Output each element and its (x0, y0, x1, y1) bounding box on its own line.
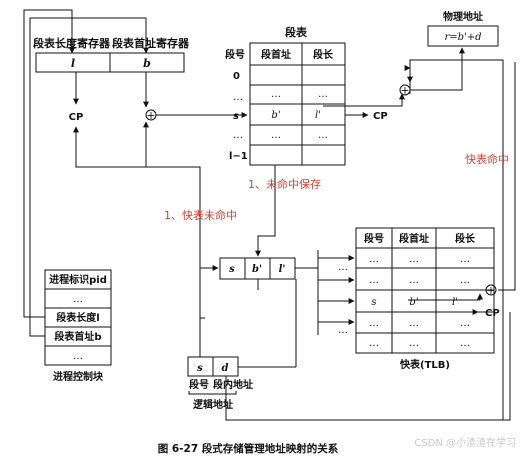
tlb-entry-base: b' (409, 297, 418, 308)
length-register-value: l (71, 57, 75, 70)
segment-entry-len: l' (315, 110, 321, 121)
tlb-entry-seg: s (371, 297, 376, 308)
segment-row-dots-a: … (233, 92, 243, 103)
plus-left-glyph: + (146, 109, 155, 122)
pcb-caption: 进程控制块 (53, 370, 104, 383)
annotation-miss: 1、快表未命中 (164, 208, 237, 222)
length-register-label: 段表长度寄存器 (33, 36, 111, 50)
svg-text:…: … (409, 254, 419, 265)
logical-seg-label: 段号 (189, 378, 209, 391)
segment-row-label-last: l−1 (229, 151, 248, 162)
csdn-watermark: CSDN @小渣渣在学习 (414, 436, 516, 449)
cp-left-label: CP (69, 112, 84, 123)
svg-text:…: … (338, 325, 348, 336)
tlb-side-dots: … … (338, 262, 348, 336)
svg-text:…: … (409, 318, 419, 329)
svg-text:…: … (369, 338, 379, 349)
annotation-hit: 快表命中 (465, 152, 509, 166)
plus-junction-tlb (485, 284, 497, 296)
segment-row-label-s: s (233, 111, 239, 122)
plus-top-glyph: + (400, 84, 409, 97)
segment-col-segno: 段号 (225, 48, 245, 61)
svg-text:…: … (460, 254, 470, 265)
temp-register-s: s (229, 264, 235, 275)
pcb-row-base: 段表首址b (54, 330, 101, 343)
segment-table-title: 段表 (285, 25, 308, 39)
pcb-row-dots-bottom: … (73, 351, 83, 362)
tlb-col-len: 段长 (455, 232, 476, 245)
cp-tlb-label: CP (485, 308, 500, 319)
svg-text:…: … (409, 338, 419, 349)
logical-d: d (222, 363, 229, 374)
physical-address-formula: r=b'+d (444, 32, 481, 43)
svg-text:…: … (369, 275, 379, 286)
plus-tlb-glyph: + (486, 284, 495, 297)
tlb-dot-cells: … … … … … … … … … … … … (369, 254, 470, 349)
pcb-row-pid: 进程标识pid (49, 273, 107, 286)
tlb-col-segno: 段号 (364, 232, 384, 245)
tlb-caption: 快表(TLB) (399, 358, 450, 371)
svg-text:…: … (369, 254, 379, 265)
segment-cell-dots: … (318, 130, 328, 141)
svg-text:…: … (460, 318, 470, 329)
segment-row-label-0: 0 (233, 71, 240, 82)
svg-text:…: … (460, 275, 470, 286)
svg-text:…: … (460, 338, 470, 349)
base-register-value: b (143, 57, 151, 70)
segment-row-dots-b: … (233, 130, 243, 141)
pcb-row-dots: … (73, 294, 83, 305)
annotation-miss-save: 1、未命中保存 (248, 177, 321, 191)
tlb-col-base: 段首址 (399, 232, 429, 245)
segment-cell-dots: … (271, 89, 281, 100)
svg-text:…: … (338, 262, 348, 273)
svg-text:…: … (409, 275, 419, 286)
physical-address-box (427, 25, 499, 47)
temp-register-l: l' (279, 264, 286, 275)
cp-segtable-label: CP (373, 111, 388, 122)
physical-address-title: 物理地址 (443, 10, 483, 23)
tlb-entry-len: l' (452, 297, 458, 308)
segment-cell-dots: … (271, 130, 281, 141)
pcb-row-length: 段表长度l (56, 311, 99, 324)
logical-offset-label: 段内地址 (213, 378, 253, 391)
plus-junction-top (399, 84, 411, 96)
segment-entry-base: b' (271, 110, 280, 121)
logical-address-title: 逻辑地址 (193, 398, 233, 411)
segment-col-base: 段首址 (261, 48, 291, 61)
temp-register-b: b' (252, 264, 262, 275)
segment-cell-dots: … (318, 89, 328, 100)
svg-text:…: … (369, 318, 379, 329)
figure-caption: 图 6-27 段式存储管理地址映射的关系 (158, 442, 339, 455)
plus-junction-left (145, 109, 157, 121)
logical-s: s (197, 363, 203, 374)
segment-col-len: 段长 (313, 48, 334, 61)
base-register-label: 段表首址寄存器 (112, 36, 190, 50)
